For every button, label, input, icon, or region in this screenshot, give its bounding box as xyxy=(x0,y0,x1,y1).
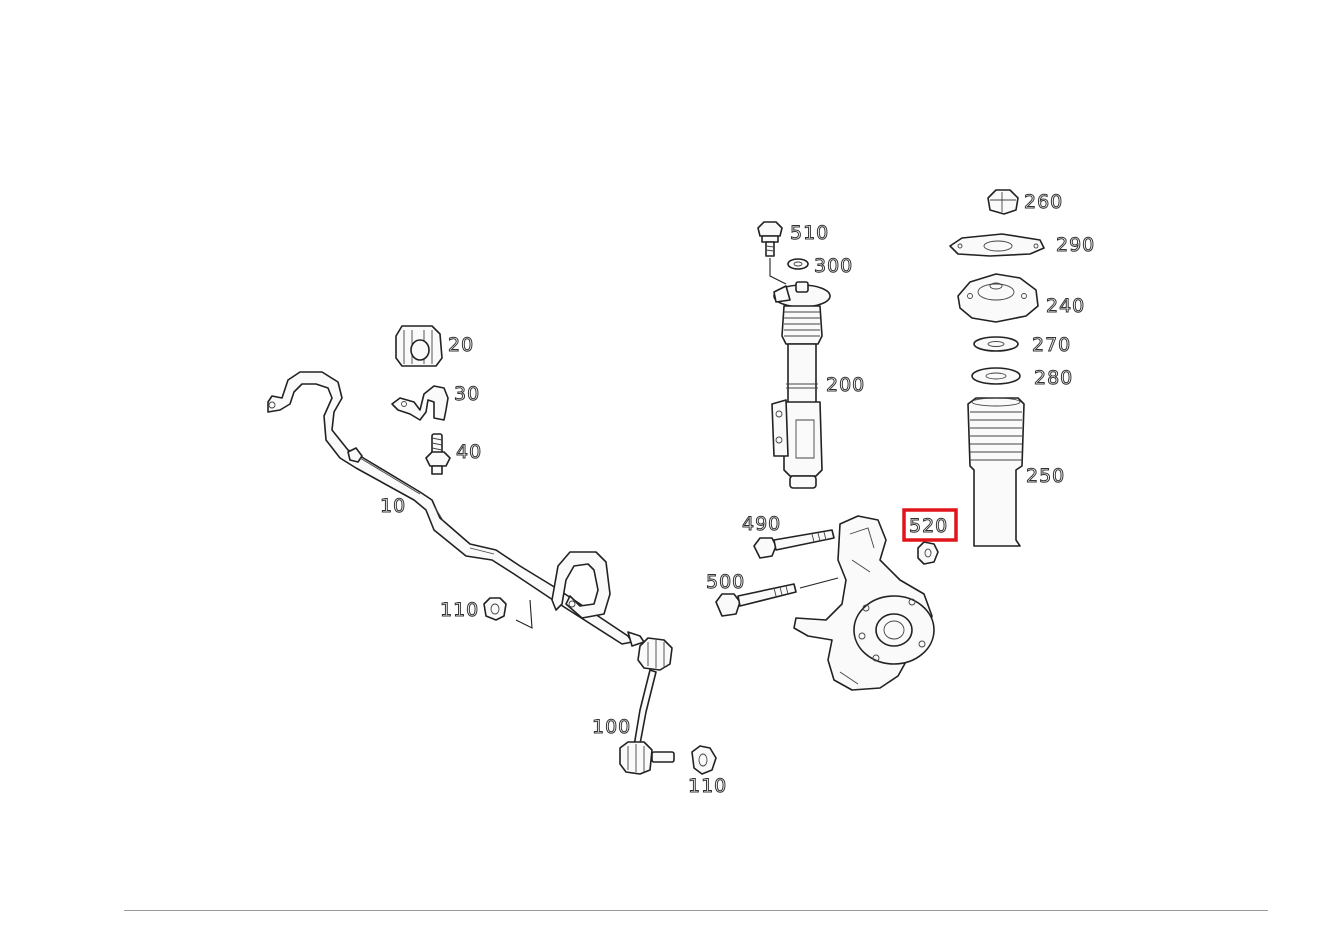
bushing-part-20 xyxy=(395,325,443,367)
stabilizer-link-part-100 xyxy=(619,631,675,775)
nut-part-110-upper xyxy=(483,597,507,621)
spring-seat-part-270 xyxy=(973,336,1019,352)
callout-200[interactable]: 200 xyxy=(826,374,865,397)
bearing-part-280 xyxy=(971,367,1021,385)
strut-leader xyxy=(769,258,787,285)
callout-490[interactable]: 490 xyxy=(742,513,781,536)
callout-10[interactable]: 10 xyxy=(380,495,406,518)
nut-part-110-lower xyxy=(691,745,717,775)
callout-250[interactable]: 250 xyxy=(1026,465,1065,488)
stabilizer-bar-part-10 xyxy=(267,371,633,645)
washer-part-300 xyxy=(787,258,809,270)
callout-110-lower[interactable]: 110 xyxy=(688,775,727,798)
top-mount-part-240 xyxy=(957,273,1039,323)
callout-290[interactable]: 290 xyxy=(1056,234,1095,257)
callout-30[interactable]: 30 xyxy=(454,383,480,406)
bump-stop-boot-part-250 xyxy=(967,397,1025,547)
callout-520[interactable]: 520 xyxy=(909,515,948,538)
steering-knuckle xyxy=(793,515,935,691)
clamp-part-30 xyxy=(391,385,449,421)
knuckle-leader xyxy=(799,577,839,589)
strut-part-200 xyxy=(771,281,831,489)
callout-100[interactable]: 100 xyxy=(592,716,631,739)
callout-240[interactable]: 240 xyxy=(1046,295,1085,318)
callout-280[interactable]: 280 xyxy=(1034,367,1073,390)
callout-510[interactable]: 510 xyxy=(790,222,829,245)
nut-110-leader xyxy=(515,599,533,629)
nut-part-260 xyxy=(987,189,1019,215)
bolt-part-500 xyxy=(715,583,797,617)
nut-part-520 xyxy=(917,541,939,565)
callout-500[interactable]: 500 xyxy=(706,571,745,594)
callout-20[interactable]: 20 xyxy=(448,334,474,357)
callout-270[interactable]: 270 xyxy=(1032,334,1071,357)
bolt-part-490 xyxy=(753,529,835,559)
callout-260[interactable]: 260 xyxy=(1024,191,1063,214)
bolt-part-40 xyxy=(425,433,451,475)
footer-divider xyxy=(124,910,1268,911)
plate-part-290 xyxy=(949,233,1045,257)
bracket-loop xyxy=(551,551,611,619)
callout-110-upper[interactable]: 110 xyxy=(440,599,479,622)
selected-callout-highlight xyxy=(902,508,958,542)
callout-300[interactable]: 300 xyxy=(814,255,853,278)
callout-40[interactable]: 40 xyxy=(456,441,482,464)
bolt-part-510 xyxy=(757,221,783,257)
